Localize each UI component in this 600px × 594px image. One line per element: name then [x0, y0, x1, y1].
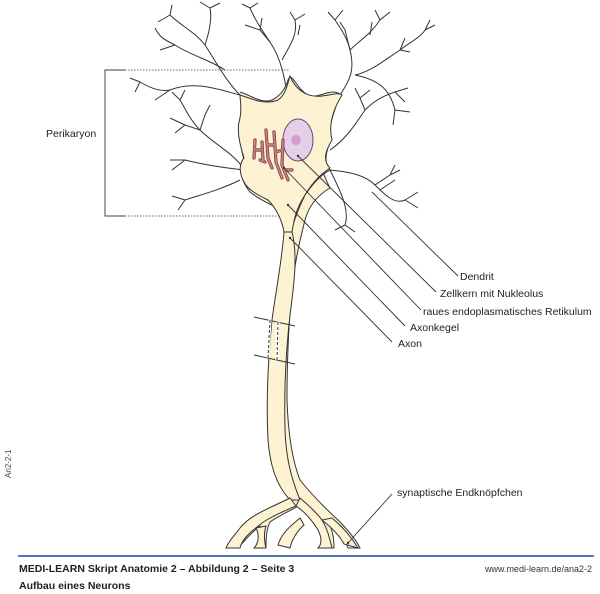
- label-axonkegel: Axonkegel: [410, 322, 459, 334]
- footer-url[interactable]: www.medi-learn.de/ana2-2: [484, 564, 592, 574]
- footer-divider: [18, 555, 594, 557]
- perikaryon-bracket: [104, 69, 290, 217]
- nucleolus: [291, 135, 301, 145]
- leader-lines: [283, 155, 459, 544]
- figure-id: An2-2-1: [4, 449, 13, 478]
- label-synapse: synaptische Endknöpfchen: [397, 487, 523, 499]
- dendrites: [129, 1, 436, 233]
- label-axon: Axon: [398, 338, 422, 350]
- label-zellkern: Zellkern mit Nukleolus: [440, 288, 543, 300]
- axon-terminals: [225, 497, 360, 549]
- label-perikaryon: Perikaryon: [46, 128, 96, 140]
- label-er: raues endoplasmatisches Retikulum: [423, 306, 592, 318]
- axon-break-marks: [253, 316, 296, 365]
- footer-title: MEDI-LEARN Skript Anatomie 2 – Abbildung…: [19, 563, 295, 575]
- axon: [266, 231, 301, 501]
- footer-subtitle: Aufbau eines Neurons: [19, 580, 131, 592]
- label-dendrit: Dendrit: [460, 271, 494, 283]
